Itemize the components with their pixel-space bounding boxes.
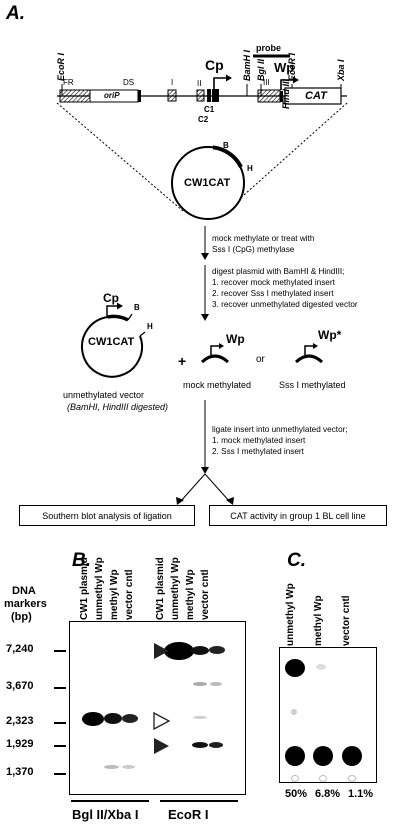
vector-site-h: H bbox=[147, 322, 153, 331]
cat-label: CAT bbox=[305, 90, 327, 102]
arrowhead-open bbox=[153, 711, 171, 731]
plasmid-site-b: B bbox=[223, 141, 229, 150]
digest-right-underline bbox=[160, 800, 238, 802]
c1-exon bbox=[207, 89, 211, 102]
southern-blot-box: Southern blot analysis of ligation bbox=[19, 505, 195, 526]
markers-title-1: DNA bbox=[12, 585, 36, 597]
band-insert-methyl bbox=[209, 742, 223, 748]
step1-line2: Sss I (CpG) methylase bbox=[212, 245, 295, 254]
cat-pct-vector: 1.1% bbox=[348, 788, 374, 800]
repeat-i-box bbox=[167, 89, 177, 102]
marker-1370: 1,370 bbox=[6, 766, 34, 778]
cat-pct-methyl: 6.8% bbox=[315, 788, 341, 800]
c2-label: C2 bbox=[198, 115, 209, 124]
cat-spot-substrate-3 bbox=[342, 746, 362, 766]
cat-spot-substrate-2 bbox=[313, 746, 333, 766]
marker-tick-2323 bbox=[54, 722, 66, 724]
insert-mock-arc bbox=[200, 354, 230, 364]
digest-left-underline bbox=[71, 800, 149, 802]
marker-2323: 2,323 bbox=[6, 715, 34, 727]
repeat-ii-label: II bbox=[197, 79, 202, 88]
marker-tick-3670 bbox=[54, 687, 66, 689]
marker-tick-1370 bbox=[54, 773, 66, 775]
cat-box bbox=[284, 87, 342, 105]
cat-lane-label-1: unmethyl Wp bbox=[285, 583, 296, 646]
repeat-ii-box bbox=[196, 89, 205, 102]
marker-tick-7240 bbox=[54, 650, 66, 652]
insert-sss-arc bbox=[294, 354, 324, 364]
band-methyl-ecor bbox=[209, 646, 225, 654]
vector-caption2: (BamHI, HindIII digested) bbox=[67, 402, 169, 412]
plasmid-circle bbox=[171, 146, 245, 220]
insert-sss-caption: Sss I methylated bbox=[279, 380, 346, 390]
cp-label: Cp bbox=[205, 57, 224, 73]
vector-site-b: B bbox=[134, 303, 140, 312]
vector-cp-label: Cp bbox=[103, 291, 119, 305]
ds-label: DS bbox=[123, 78, 135, 87]
band-unmethyl-bgl bbox=[104, 713, 122, 724]
c1-label: C1 bbox=[204, 105, 215, 114]
marker-3670: 3,670 bbox=[6, 680, 34, 692]
cat-assay-image bbox=[279, 647, 377, 783]
genome-map-diagram bbox=[56, 54, 348, 220]
probe-label: probe bbox=[256, 43, 282, 53]
arrowhead-top bbox=[154, 643, 169, 659]
markers-title-3: (bp) bbox=[11, 611, 32, 623]
panel-c-label: C. bbox=[287, 550, 306, 571]
step2-line4: 3. recover unmethylated digested vector bbox=[212, 300, 358, 309]
cat-lane-label-2: methyl Wp bbox=[313, 595, 324, 646]
cat-lane-label-3: vector cntl bbox=[341, 595, 352, 646]
plasmid-name: CW1CAT bbox=[184, 177, 231, 189]
step3-line2: 1. mock methylated insert bbox=[212, 436, 306, 445]
band-cw1-bgl bbox=[82, 712, 104, 726]
wp-arrow-map bbox=[280, 79, 293, 90]
cat-spot-substrate-1 bbox=[285, 746, 305, 766]
digest-left-label: Bgl II/Xba I bbox=[72, 807, 139, 822]
or-label: or bbox=[256, 354, 265, 365]
panel-a-label: A. bbox=[6, 3, 25, 24]
step2-line3: 2. recover Sss I methylated insert bbox=[212, 289, 334, 298]
band-methyl-bgl bbox=[122, 714, 138, 723]
insert-mock-caption: mock methylated bbox=[183, 380, 252, 390]
marker-7240: 7,240 bbox=[6, 643, 34, 655]
step2-line2: 1. recover mock methylated insert bbox=[212, 278, 335, 287]
plasmid-site-h: H bbox=[247, 164, 253, 173]
cat-activity-box: CAT activity in group 1 BL cell line bbox=[209, 505, 387, 526]
panel-b-label: B. bbox=[72, 550, 91, 571]
vector-caption1: unmethylated vector bbox=[63, 390, 145, 400]
band-insert-unmethyl bbox=[192, 742, 208, 748]
arrowhead-bottom bbox=[154, 738, 169, 754]
digest-right-label: EcoR I bbox=[168, 807, 209, 822]
step2-line1: digest plasmid with BamHI & HindIII; bbox=[212, 267, 345, 276]
repeat-iii-label: III bbox=[263, 78, 270, 87]
markers-title-2: markers bbox=[4, 598, 47, 610]
vector-name: CW1CAT bbox=[88, 336, 135, 348]
cp-arrow bbox=[213, 77, 226, 90]
step3-line3: 2. Sss I methylated insert bbox=[212, 447, 304, 456]
insert-sss-wp: Wp* bbox=[318, 328, 342, 342]
repeat-i-label: I bbox=[171, 78, 174, 87]
ds-region bbox=[138, 90, 141, 102]
cat-spot-acetylated-2 bbox=[316, 664, 326, 670]
fr-label: FR bbox=[63, 78, 74, 87]
wp-label-map: Wp bbox=[274, 60, 295, 75]
cat-spot-acetylated-1 bbox=[285, 659, 305, 677]
plus-sign: + bbox=[178, 353, 187, 369]
marker-tick-1929 bbox=[54, 745, 66, 747]
insert-mock-wp: Wp bbox=[226, 332, 245, 346]
cat-pct-unmethyl: 50% bbox=[285, 788, 308, 800]
c2-exon bbox=[212, 89, 219, 102]
step3-line1: ligate insert into unmethylated vector; bbox=[212, 425, 348, 434]
marker-1929: 1,929 bbox=[6, 738, 34, 750]
vector-circle bbox=[81, 316, 143, 378]
band-cw1-ecor bbox=[164, 642, 194, 660]
band-unmethyl-ecor bbox=[191, 646, 209, 655]
step1-line1: mock methylate or treat with bbox=[212, 234, 315, 243]
oriP-label: oriP bbox=[104, 91, 120, 100]
flow-arrows bbox=[81, 226, 324, 505]
